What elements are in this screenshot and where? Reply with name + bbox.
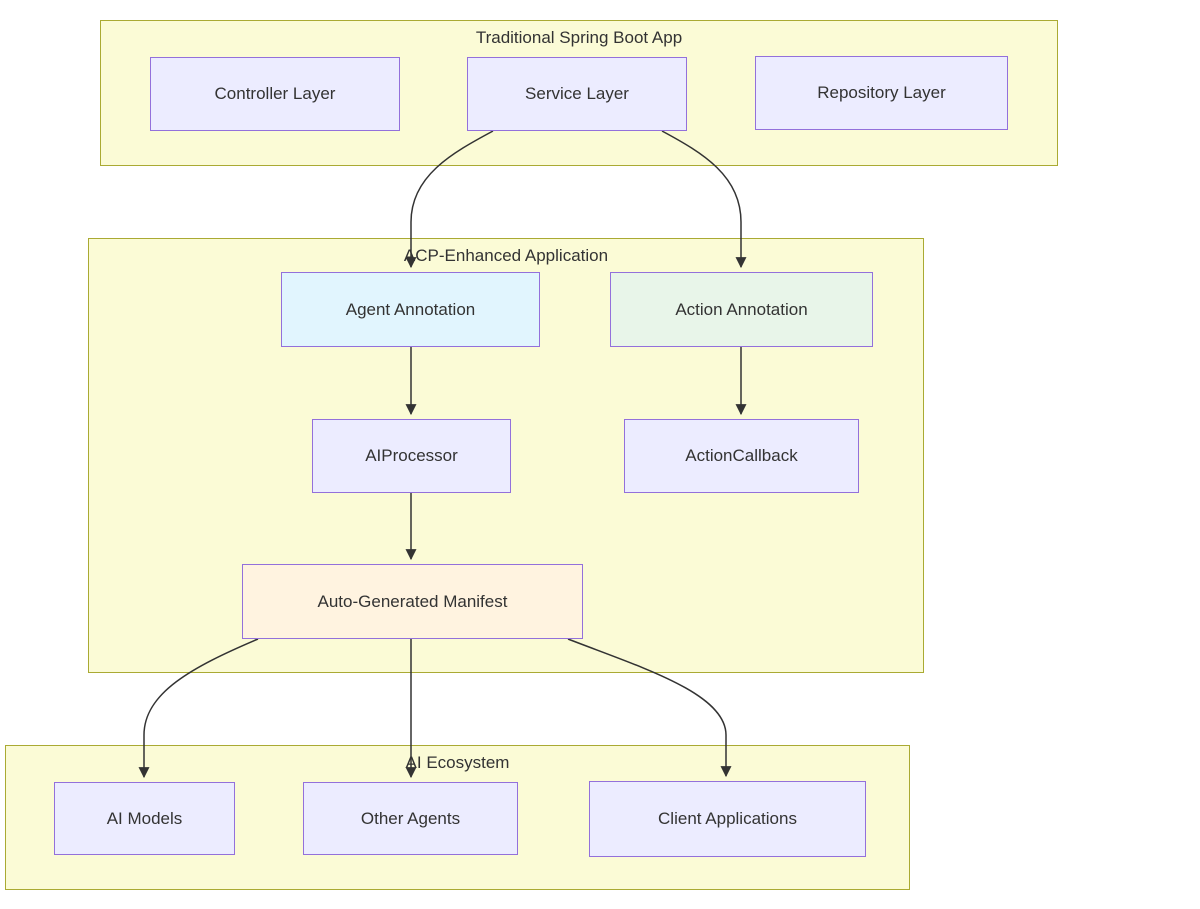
node-auto-generated-manifest: Auto-Generated Manifest xyxy=(242,564,583,639)
edge-service-to-agent-annotation xyxy=(405,130,494,269)
node-action-annotation: Action Annotation xyxy=(610,272,873,347)
node-aiprocessor: AIProcessor xyxy=(312,419,511,493)
node-actioncallback: ActionCallback xyxy=(624,419,859,493)
node-service-layer: Service Layer xyxy=(467,57,687,131)
edge-manifest-to-client-applications xyxy=(567,638,732,778)
node-label: ActionCallback xyxy=(685,446,798,465)
node-label: AI Models xyxy=(106,808,183,828)
node-label: AIProcessor xyxy=(365,446,458,465)
node-label: Other Agents xyxy=(360,808,461,828)
edge-manifest-to-ai-models xyxy=(138,638,259,779)
node-label: Action Annotation xyxy=(675,299,808,319)
node-label: Repository Layer xyxy=(817,83,946,102)
node-other-agents: Other Agents xyxy=(303,782,518,855)
node-label: Controller Layer xyxy=(214,84,336,103)
node-label: Client Applications xyxy=(658,809,797,828)
subgraph-title-acp: ACP-Enhanced Application xyxy=(403,246,609,265)
node-controller-layer: Controller Layer xyxy=(150,57,400,131)
node-client-applications: Client Applications xyxy=(589,781,866,857)
node-repository-layer: Repository Layer xyxy=(755,56,1008,130)
subgraph-title-ecosystem: AI Ecosystem xyxy=(405,753,510,772)
node-label: Auto-Generated Manifest xyxy=(317,591,508,611)
node-ai-models: AI Models xyxy=(54,782,235,855)
subgraph-title-traditional: Traditional Spring Boot App xyxy=(475,28,683,47)
node-agent-annotation: Agent Annotation xyxy=(281,272,540,347)
node-label: Service Layer xyxy=(525,84,629,103)
edge-service-to-action-annotation xyxy=(661,130,747,269)
node-label: Agent Annotation xyxy=(345,299,476,319)
